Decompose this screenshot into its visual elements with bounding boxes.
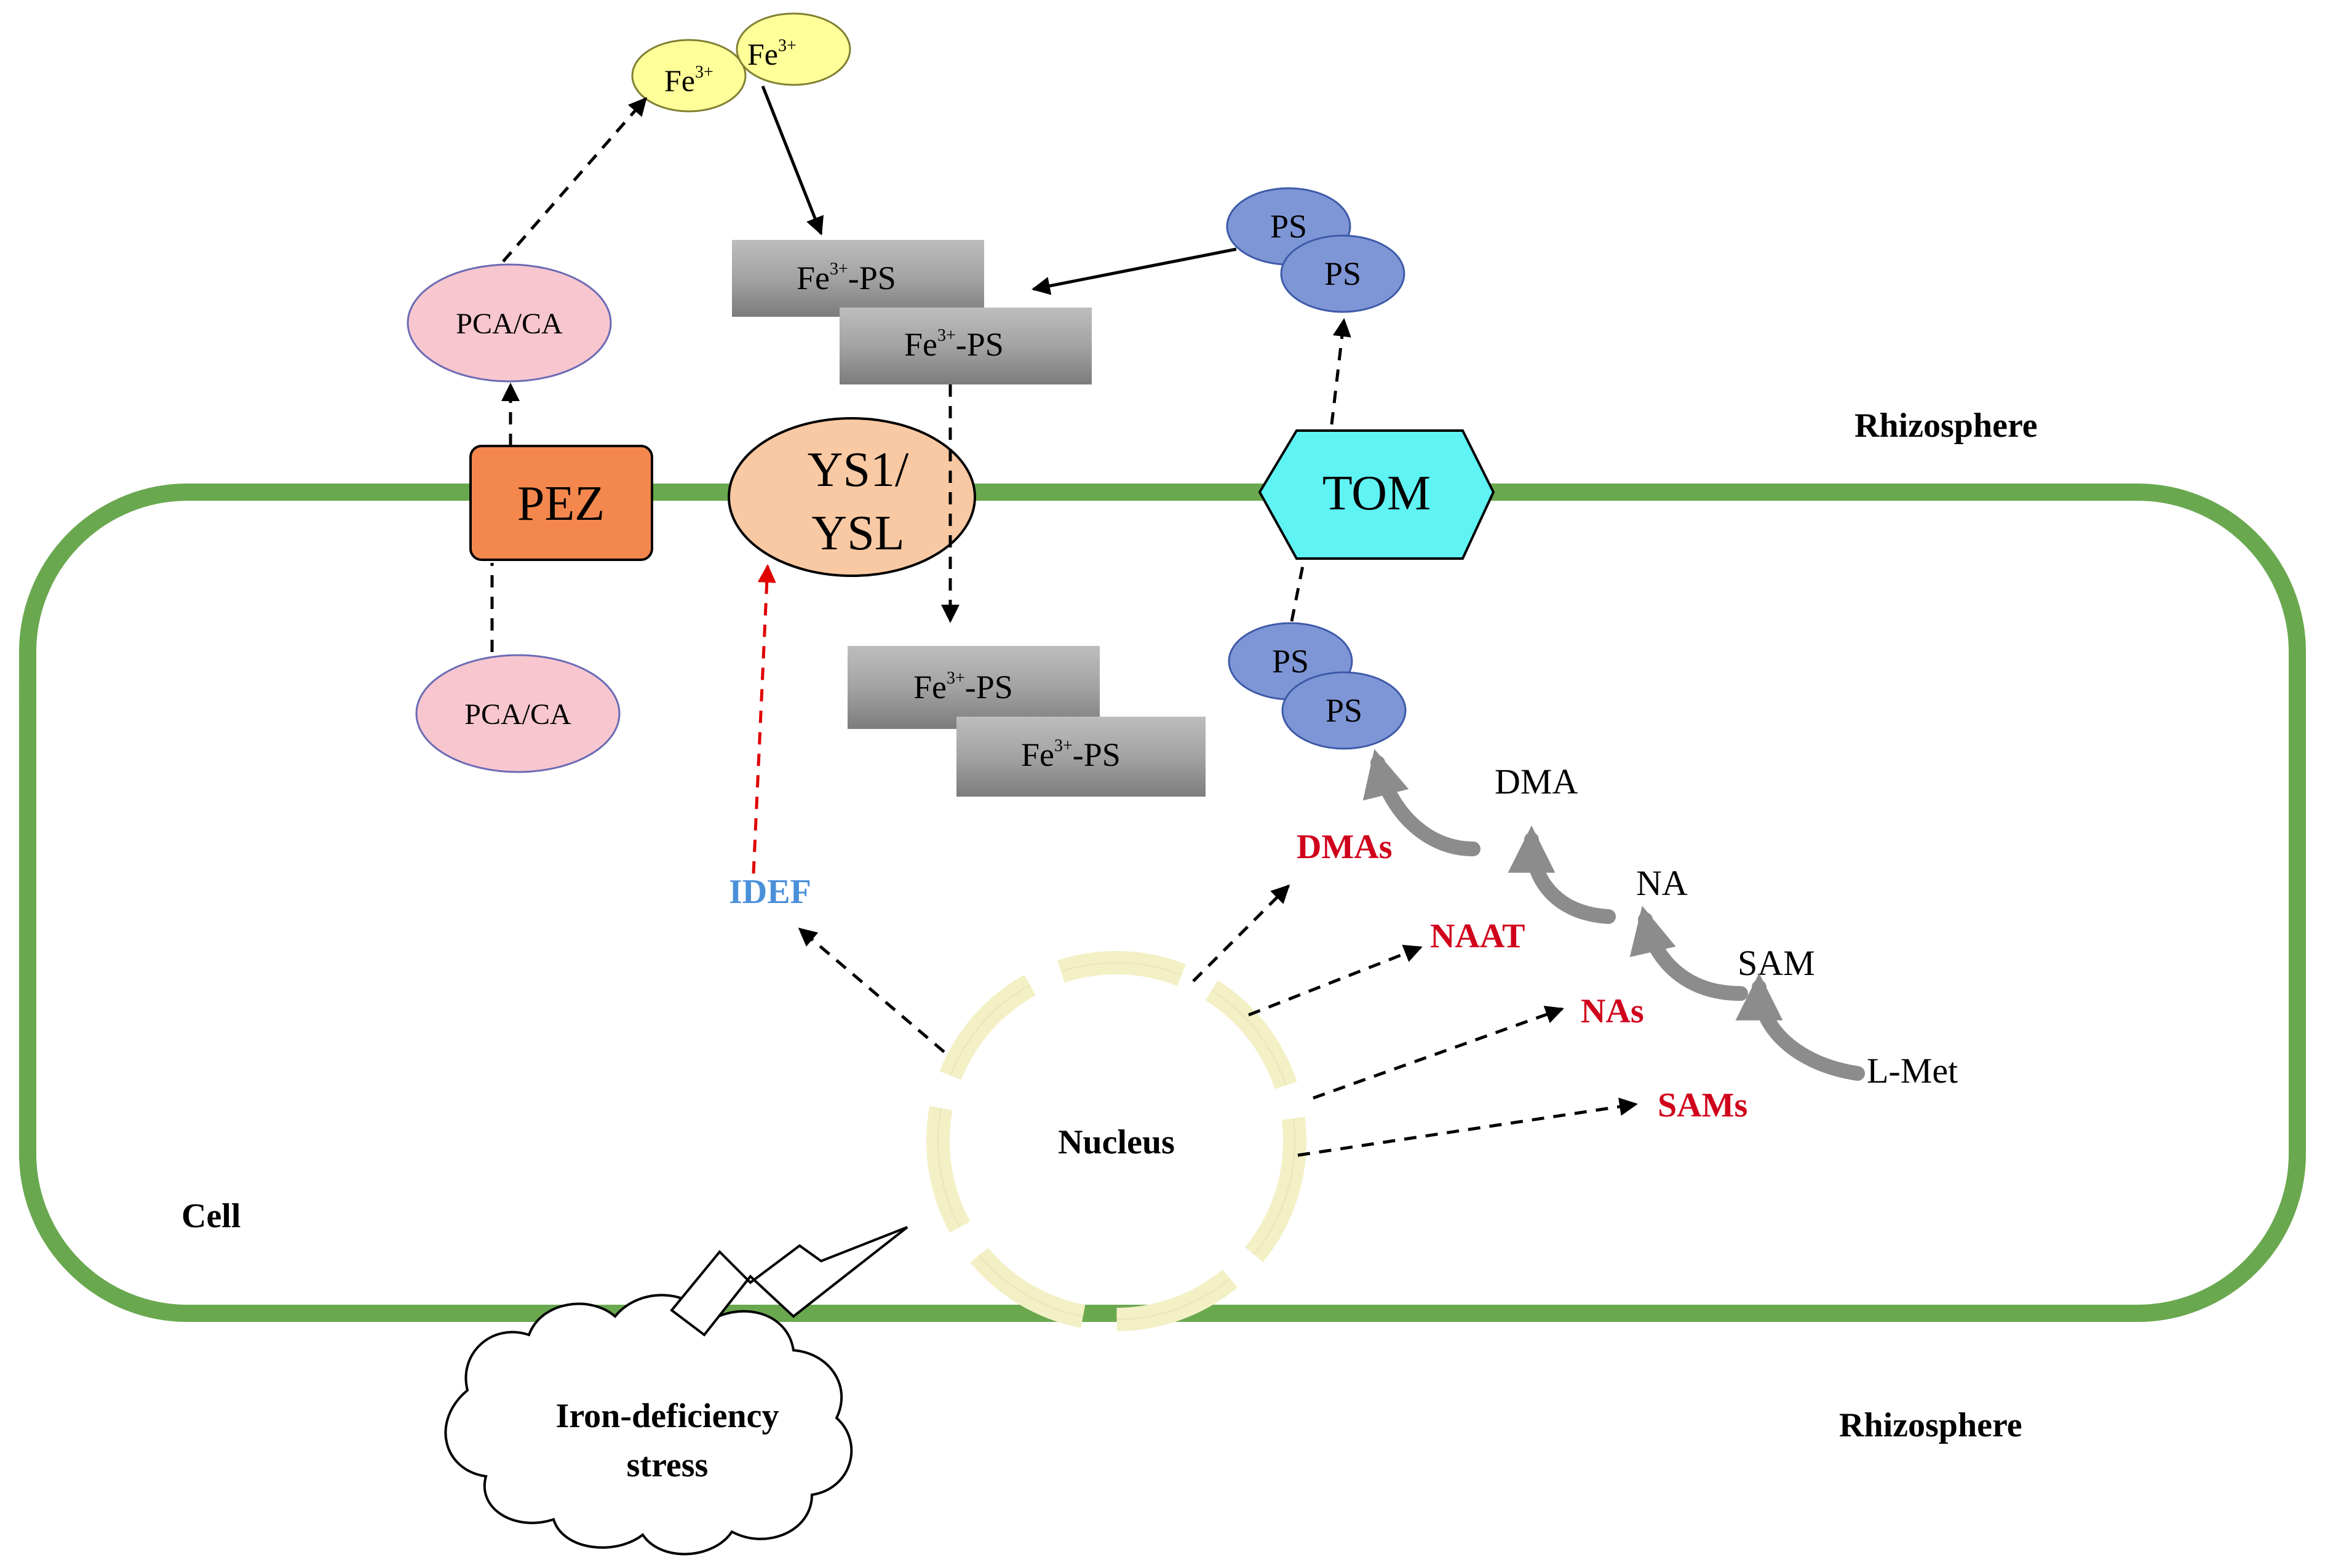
fe3-group: Fe3+ Fe3+ [631, 12, 851, 113]
feps-outside-box-1 [732, 240, 984, 317]
pathway-arrow-lmet-sam [1735, 973, 1865, 1081]
sam-label: SAM [1738, 943, 1815, 983]
pathway-arrow-na-dma [1508, 825, 1616, 924]
na-label: NA [1636, 863, 1688, 903]
feps-outside-box-2 [840, 308, 1092, 384]
feps-inside-box-2 [956, 717, 1206, 797]
arrows-group [490, 86, 1638, 1157]
feps-outside-prefix-2: Fe [904, 326, 937, 363]
fe3-superscript-1: 3+ [695, 63, 713, 82]
arrow-idef-to-ys1 [752, 564, 776, 874]
pca-ca-outside-label: PCA/CA [456, 308, 563, 340]
cell-membrane [19, 484, 2306, 1322]
cell-label: Cell [181, 1197, 240, 1235]
lmet-label: L-Met [1867, 1051, 1958, 1091]
nas-label: NAs [1581, 992, 1644, 1030]
fe3-superscript-2: 3+ [778, 36, 797, 55]
feps-inside-suffix-2: -PS [1073, 736, 1121, 773]
ps-inside-group: PS PS [1228, 622, 1407, 750]
feps-outside-group: Fe3+-PS Fe3+-PS [732, 240, 1092, 384]
ys1-ysl-transporter [728, 417, 976, 577]
arrow-tom-to-ps [1330, 318, 1351, 425]
arrow-nucleus-to-naat [1248, 944, 1423, 1017]
feps-outside-suffix-1: -PS [848, 260, 896, 296]
feps-outside-superscript-1: 3+ [830, 260, 848, 279]
dma-label: DMA [1495, 762, 1578, 802]
fe3-prefix-1: Fe [664, 63, 695, 98]
pca-ca-inside-ellipse [415, 654, 621, 773]
arrow-fe-to-feps [761, 86, 824, 236]
fe3-label-2: Fe3+ [747, 36, 797, 71]
idef-label: IDEF [729, 873, 811, 911]
feps-inside-superscript-2: 3+ [1054, 736, 1073, 755]
naat-label: NAAT [1430, 917, 1525, 955]
arrow-ps-to-feps [1031, 247, 1237, 295]
pez-label: PEZ [517, 477, 605, 531]
fe3-ellipse-2 [736, 12, 851, 86]
arrow-ps-to-tom [1290, 565, 1305, 622]
pathway-arrows-group [1362, 749, 1865, 1081]
tom-transporter [1258, 429, 1495, 560]
feps-inside-box-1 [848, 646, 1100, 729]
stress-label-line1: Iron-deficiency [556, 1397, 779, 1435]
pca-ca-inside-label: PCA/CA [464, 698, 571, 731]
feps-outside-label-2: Fe3+-PS [904, 326, 1004, 363]
stress-cloud [444, 1294, 853, 1556]
nucleus-membrane-outline [937, 962, 1295, 1320]
arrow-pca-to-fe [502, 97, 647, 263]
ps-inside-label-2: PS [1325, 692, 1362, 729]
arrow-nucleus-to-sams [1297, 1097, 1638, 1157]
pathway-arrow-sam-na [1629, 905, 1748, 1001]
arrow-nucleus-to-dmas [1192, 884, 1290, 982]
feps-inside-group: Fe3+-PS Fe3+-PS [848, 646, 1206, 797]
fe3-ellipse-1 [631, 39, 747, 113]
ps-outside-label-2: PS [1324, 255, 1361, 292]
feps-inside-prefix-2: Fe [1021, 736, 1054, 773]
dmas-label: DMAs [1297, 828, 1393, 866]
fe3-label-1: Fe3+ [664, 63, 713, 98]
ps-outside-group: PS PS [1226, 187, 1405, 313]
feps-inside-prefix-1: Fe [913, 669, 947, 706]
feps-outside-superscript-2: 3+ [937, 326, 956, 345]
ps-outside-ellipse-2 [1280, 234, 1405, 313]
fe3-prefix-2: Fe [747, 37, 778, 71]
sams-label: SAMs [1658, 1086, 1747, 1124]
feps-outside-suffix-2: -PS [956, 326, 1004, 363]
stress-label-line2: stress [627, 1446, 709, 1484]
ps-inside-label-1: PS [1272, 643, 1309, 680]
ps-outside-label-1: PS [1270, 208, 1307, 245]
pez-transporter [469, 445, 653, 561]
rhizosphere-bottom-label: Rhizosphere [1839, 1406, 2022, 1444]
tom-label: TOM [1322, 466, 1431, 520]
arrow-nucleus-to-idef [798, 928, 945, 1053]
feps-outside-prefix-1: Fe [797, 260, 830, 296]
feps-inside-superscript-1: 3+ [947, 669, 965, 688]
arrow-nucleus-to-nas [1313, 1005, 1564, 1100]
pca-ca-outside-ellipse [407, 263, 612, 383]
feps-inside-label-1: Fe3+-PS [913, 669, 1013, 706]
rhizosphere-top-label: Rhizosphere [1854, 407, 2038, 445]
feps-outside-label-1: Fe3+-PS [797, 260, 896, 296]
ys1-label-line2: YSL [811, 506, 904, 560]
ps-inside-ellipse-2 [1281, 671, 1407, 750]
lightning-bolt-icon [670, 1226, 908, 1337]
ys1-label-line1: YS1/ [808, 443, 909, 497]
feps-inside-label-2: Fe3+-PS [1021, 736, 1121, 773]
stress-cloud-group: Iron-deficiency stress [444, 1226, 908, 1556]
pathway-arrow-dma-ps [1362, 749, 1480, 856]
nucleus-label: Nucleus [1058, 1123, 1175, 1161]
feps-inside-suffix-1: -PS [965, 669, 1013, 706]
